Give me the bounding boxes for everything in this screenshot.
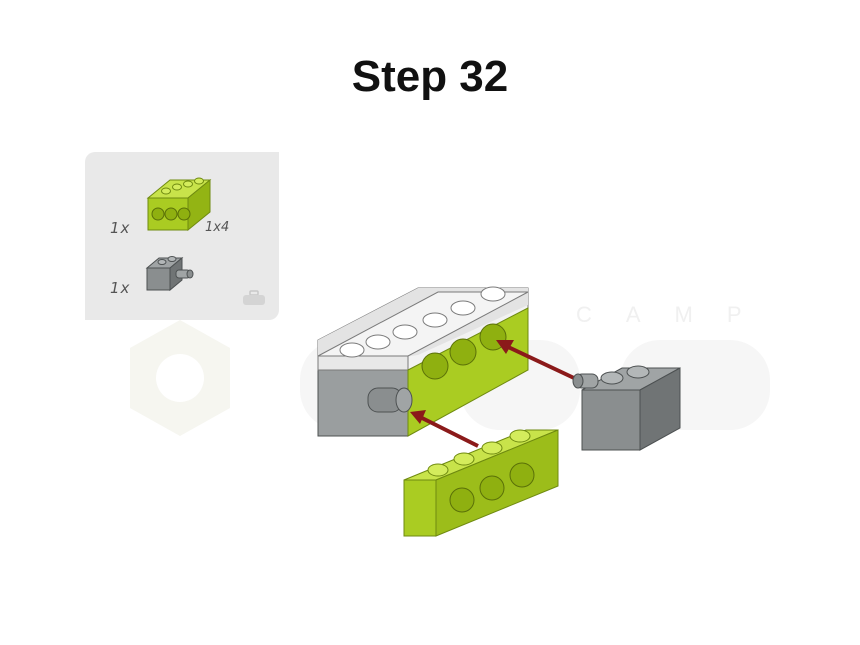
watermark-text: CAMP (576, 302, 776, 327)
arrow-right (496, 340, 575, 380)
gray-brick-with-pin-icon (145, 256, 194, 292)
lime-brick-loose (403, 429, 559, 537)
lime-technic-brick-1x4-icon (146, 177, 212, 232)
white-plate-top (317, 286, 529, 371)
part-2-quantity: 1x (110, 279, 131, 297)
part-1-quantity: 1x (110, 219, 131, 237)
gray-brick-right (572, 365, 681, 451)
arrow-left (410, 410, 479, 448)
gray-pin-left (367, 387, 413, 413)
part-1-size-label: 1x4 (205, 220, 230, 235)
storage-case-icon (243, 290, 265, 305)
assembly-scene (317, 286, 681, 537)
step-title: Step 32 (351, 52, 509, 101)
